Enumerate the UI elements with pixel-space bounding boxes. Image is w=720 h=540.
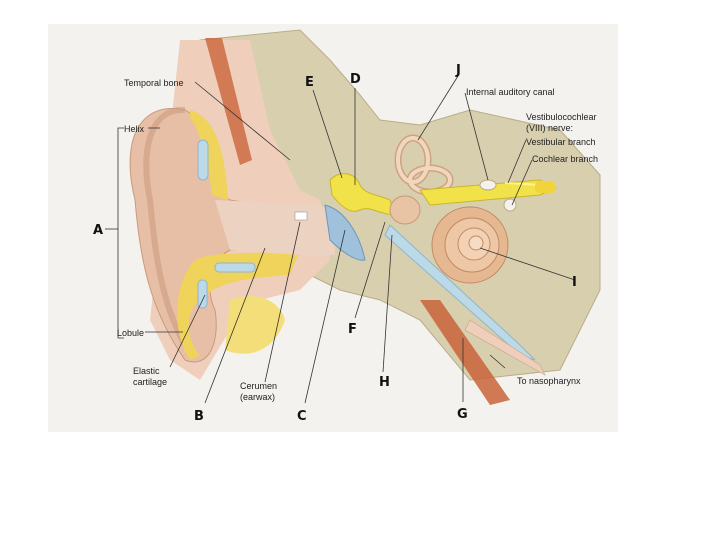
letter-j: J xyxy=(455,63,461,78)
elastic-cartilage-strip-2 xyxy=(214,262,256,273)
internal-auditory-canal-opening xyxy=(479,179,497,191)
elastic-cartilage-strip-1 xyxy=(197,139,209,181)
label-cerumen-2: (earwax) xyxy=(240,392,275,402)
cartilage-lower xyxy=(177,250,300,360)
nerve-end xyxy=(535,181,555,193)
tympanic-membrane xyxy=(324,204,366,261)
letter-a: A xyxy=(93,223,103,238)
label-lobule: Lobule xyxy=(117,328,144,338)
label-to-nasopharynx: To nasopharynx xyxy=(517,376,581,386)
letter-c: C xyxy=(297,409,307,424)
label-helix: Helix xyxy=(124,124,145,134)
label-elastic-cartilage-2: cartilage xyxy=(133,377,167,387)
nasopharynx-tissue xyxy=(464,319,546,376)
label-vestibulocochlear-2: (VIII) nerve: xyxy=(526,123,573,133)
label-elastic-cartilage-1: Elastic xyxy=(133,366,160,376)
label-cerumen-1: Cerumen xyxy=(240,381,277,391)
bracket-a xyxy=(117,127,124,339)
auricle xyxy=(129,108,321,363)
letter-g: G xyxy=(457,407,468,422)
cerumen-mark xyxy=(294,211,308,221)
cartilage-upper xyxy=(190,110,228,200)
label-cochlear-branch: Cochlear branch xyxy=(532,154,598,164)
letter-e: E xyxy=(305,75,314,90)
letter-h: H xyxy=(379,375,390,390)
muscle-stripe-upper xyxy=(205,38,252,165)
elastic-cartilage-strip-3 xyxy=(197,279,208,309)
cochlea xyxy=(431,206,509,284)
auditory-tube xyxy=(384,224,536,361)
label-vestibulocochlear-1: Vestibulocochlear xyxy=(526,112,597,122)
letter-i: I xyxy=(572,275,577,290)
label-vestibular-branch: Vestibular branch xyxy=(526,137,596,147)
cartilage-lobule xyxy=(225,296,285,354)
leader-lines xyxy=(105,75,576,404)
letter-b: B xyxy=(194,409,204,424)
vestibule xyxy=(389,195,421,225)
label-temporal-bone: Temporal bone xyxy=(124,78,184,88)
helix-rim xyxy=(143,106,188,347)
label-internal-auditory-canal: Internal auditory canal xyxy=(466,87,555,97)
letter-d: D xyxy=(350,72,361,87)
external-auditory-canal xyxy=(215,200,335,255)
muscle-stripe-lower xyxy=(420,300,510,405)
letter-f: F xyxy=(348,322,357,337)
